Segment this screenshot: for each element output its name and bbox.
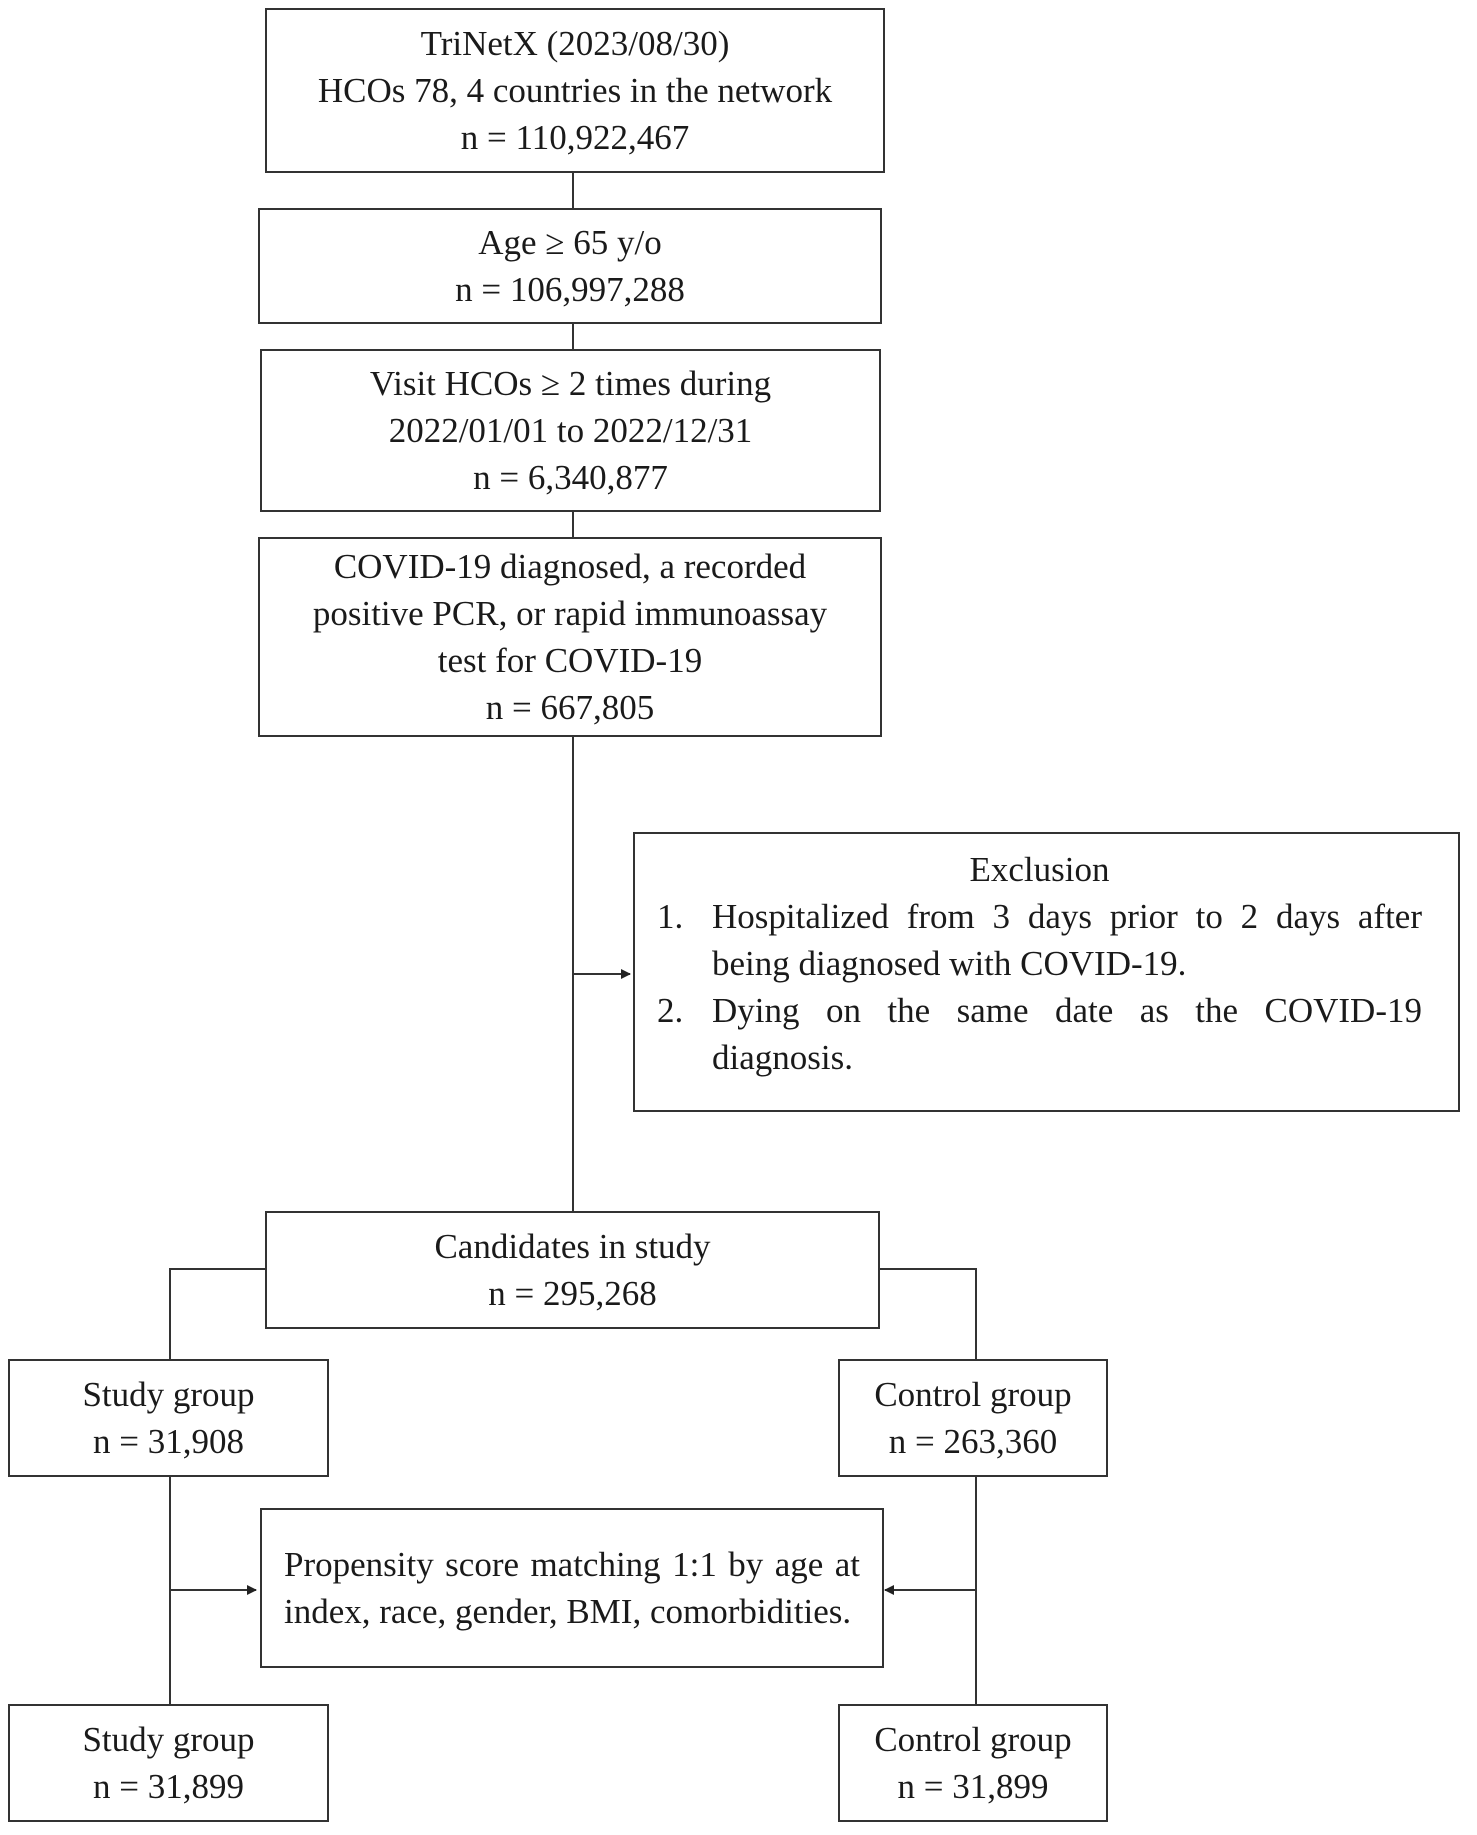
covid-criterion-2: positive PCR, or rapid immunoassay: [312, 594, 828, 633]
control-group-matched-box: Control group n = 31,899: [838, 1704, 1108, 1822]
age-count: n = 106,997,288: [455, 270, 685, 309]
study-group-count: n = 31,908: [93, 1422, 244, 1461]
control-group-count: n = 263,360: [888, 1422, 1058, 1461]
visit-box: Visit HCOs ≥ 2 times during 2022/01/01 t…: [260, 349, 881, 512]
study-group-matched-box: Study group n = 31,899: [8, 1704, 329, 1822]
covid-criterion-1: COVID-19 diagnosed, a recorded: [333, 547, 807, 586]
study-group-matched-count: n = 31,899: [93, 1767, 244, 1806]
candidates-label: Candidates in study: [434, 1227, 711, 1266]
control-group-label: Control group: [874, 1375, 1072, 1414]
visit-count: n = 6,340,877: [473, 458, 668, 497]
trinetx-title: TriNetX (2023/08/30): [420, 24, 730, 63]
connector-candidates-control: [880, 1268, 977, 1359]
age-criterion: Age ≥ 65 y/o: [478, 223, 662, 262]
exclusion-box: Exclusion 1. Hospitalized from 3 days pr…: [633, 832, 1460, 1112]
covid-box: COVID-19 diagnosed, a recorded positive …: [258, 537, 882, 737]
exclusion-title: Exclusion: [969, 850, 1110, 889]
covid-count: n = 667,805: [485, 688, 655, 727]
exclusion-item-text: Hospitalized from 3 days prior to 2 days…: [712, 897, 1422, 983]
study-group-box: Study group n = 31,908: [8, 1359, 329, 1477]
trinetx-count: n = 110,922,467: [460, 118, 690, 157]
trinetx-network: HCOs 78, 4 countries in the network: [317, 71, 833, 110]
control-group-box: Control group n = 263,360: [838, 1359, 1108, 1477]
visit-criterion: Visit HCOs ≥ 2 times during: [369, 364, 772, 403]
connector-candidates-study: [169, 1268, 265, 1359]
exclusion-item-text: Dying on the same date as the COVID-19 d…: [712, 991, 1422, 1077]
propensity-matching-box: Propensity score matching 1:1 by age at …: [260, 1508, 884, 1668]
candidates-count: n = 295,268: [488, 1274, 657, 1313]
control-group-matched-count: n = 31,899: [897, 1767, 1049, 1806]
exclusion-item-number: 2.: [657, 991, 684, 1030]
control-group-matched-label: Control group: [874, 1720, 1072, 1759]
trinetx-box: TriNetX (2023/08/30) HCOs 78, 4 countrie…: [265, 8, 885, 173]
study-group-matched-label: Study group: [82, 1720, 255, 1759]
exclusion-item: 2. Dying on the same date as the COVID-1…: [657, 987, 1422, 1081]
exclusion-item-number: 1.: [657, 897, 684, 936]
study-group-label: Study group: [82, 1375, 255, 1414]
exclusion-item: 1. Hospitalized from 3 days prior to 2 d…: [657, 893, 1422, 987]
covid-criterion-3: test for COVID-19: [437, 641, 703, 680]
propensity-matching-text: Propensity score matching 1:1 by age at …: [284, 1545, 860, 1631]
visit-period: 2022/01/01 to 2022/12/31: [388, 411, 753, 450]
candidates-box: Candidates in study n = 295,268: [265, 1211, 880, 1329]
age-box: Age ≥ 65 y/o n = 106,997,288: [258, 208, 882, 324]
